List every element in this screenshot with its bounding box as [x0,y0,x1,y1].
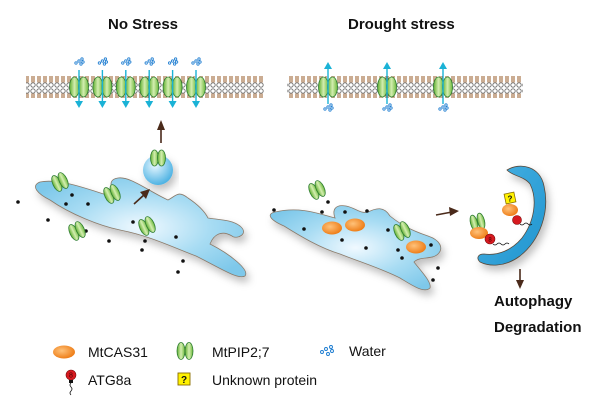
plasma-membrane-right [287,76,523,98]
arrow-to-vesicle [133,189,150,205]
aquaporin-channels-left [69,57,206,108]
er-ribosome-dots-right [272,200,440,282]
aquaporin-icon [308,180,326,200]
aquaporin-channels-right [318,62,453,112]
panel-title-drought-stress: Drought stress [348,16,455,33]
aquaporin-icon [103,184,121,204]
svg-text:8: 8 [69,373,73,380]
aquaporin-icon [138,216,156,236]
water-flow-arrow [192,70,200,108]
er-ribosome-dots-left [16,193,185,274]
water-flow-arrow [98,70,107,108]
aquaporin-icon [69,76,89,98]
mtcas31-in-er [322,218,426,254]
panel-title-no-stress: No Stress [108,16,179,33]
arrow-to-membrane [157,120,165,143]
water-molecule-icon [144,57,155,66]
svg-text:?: ? [181,375,187,386]
water-molecule-icon [121,57,132,66]
legend-label-unknown-protein: Unknown protein [212,372,318,388]
er-aquaporins-left [51,172,156,241]
legend-label-atg8a: ATG8a [88,372,132,388]
water-flow-arrow [324,62,332,104]
water-molecule-icon [74,57,85,66]
legend-atg8a-icon: 8 [65,369,77,396]
aquaporin-icon [377,76,397,98]
legend-water-icon [320,345,334,356]
water-flow-arrow [439,62,447,104]
water-molecule-icon [438,103,449,112]
er-aquaporins-right [308,180,411,241]
legend-mtpip27-icon [176,342,194,360]
aquaporin-icon [318,76,338,98]
water-molecule-icon [168,57,179,66]
aquaporin-icon [186,76,206,98]
water-molecule-icon [97,57,109,66]
legend-label-mtcas31: MtCAS31 [88,344,148,360]
aquaporin-icon [393,221,411,241]
water-molecule-icon [323,103,334,112]
transport-vesicle [143,155,173,185]
outcome-autophagy: Autophagy [494,293,573,310]
water-flow-arrow [383,62,391,104]
svg-text:?: ? [508,195,513,204]
vesicle-aquaporin [150,149,166,167]
autophagosome-membrane [477,165,547,266]
arrow-to-degradation [516,269,524,289]
cargo-complex-2: ? [502,191,533,226]
cargo-complex-1: 8 [469,212,510,246]
water-flow-arrow [145,70,154,108]
water-flow-arrow [75,70,83,108]
water-molecule-icon [191,57,202,66]
aquaporin-icon [150,149,166,167]
water-molecule-icon [382,103,393,112]
aquaporin-icon [139,76,160,98]
svg-text:8: 8 [488,238,492,244]
outcome-degradation: Degradation [494,319,582,336]
aquaporin-icon [92,76,113,98]
legend-unknown-protein-icon: ? [177,372,191,386]
legend-label-mtpip27: MtPIP2;7 [212,344,270,360]
water-flow-arrow [121,70,130,108]
legend-label-water: Water [349,343,386,359]
aquaporin-icon [68,221,86,241]
water-flow-arrow [168,70,177,108]
arrow-to-autophagosome [435,207,459,216]
aquaporin-icon [51,172,69,192]
legend-mtcas31-icon [53,345,75,359]
aquaporin-icon [162,76,183,98]
